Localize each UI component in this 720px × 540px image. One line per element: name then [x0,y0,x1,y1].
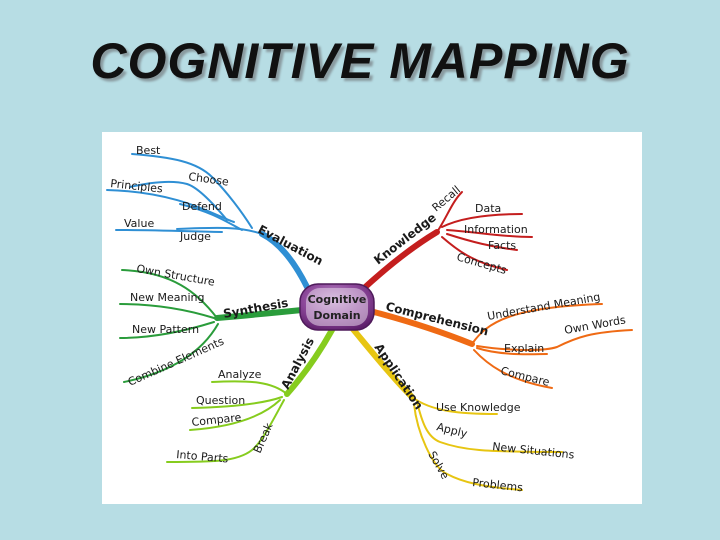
knowledge-item-recall: Recall [430,183,464,214]
knowledge-item-data: Data [475,202,501,215]
application-item-problems: Problems [472,476,524,494]
analysis-item-analyze: Analyze [218,368,262,381]
synthesis-item-new-meaning: New Meaning [130,291,204,304]
evaluation-branch [106,153,310,290]
synthesis-item-own-structure: Own Structure [135,262,216,289]
evaluation-item-value: Value [124,217,154,230]
slide-title: COGNITIVE MAPPING [90,33,630,89]
application-item-solve: Solve [425,449,451,482]
evaluation-item-principles: Principles [110,177,164,195]
comprehension-item-compare: Compare [499,364,551,389]
evaluation-item-judge: Judge [179,230,211,243]
analysis-branch [166,327,335,463]
comprehension-item-understand-meaning: Understand Meaning [486,290,601,323]
application-item-use-knowledge: Use Knowledge [436,401,521,414]
knowledge-item-facts: Facts [488,239,516,252]
analysis-item-into-parts: Into Parts [176,448,229,466]
evaluation-item-best: Best [136,144,161,157]
synthesis-branch [119,269,305,383]
analysis-item-break: Break [251,420,276,455]
comprehension-branch [371,303,633,389]
analysis-item-question: Question [196,394,245,407]
application-branch [349,325,563,491]
knowledge-branch [359,191,533,293]
center-node-line1: Cognitive [308,293,367,306]
center-node-line2: Domain [313,309,360,322]
application-label: Application [372,341,426,412]
application-item-apply: Apply [435,420,469,440]
mind-map-panel: Evaluation Best Choose Principles Defend… [102,132,642,504]
comprehension-item-explain: Explain [504,342,544,355]
evaluation-item-choose: Choose [188,170,230,189]
evaluation-item-defend: Defend [182,200,222,213]
synthesis-item-new-pattern: New Pattern [132,323,199,336]
synthesis-item-combine-elements: Combine Elements [126,335,226,389]
center-node: Cognitive Domain [299,283,375,331]
knowledge-item-information: Information [464,223,528,236]
analysis-item-compare: Compare [191,411,242,429]
knowledge-item-concepts: Concepts [455,250,508,277]
application-item-new-situations: New Situations [492,440,576,462]
mind-map: Evaluation Best Choose Principles Defend… [106,144,633,494]
